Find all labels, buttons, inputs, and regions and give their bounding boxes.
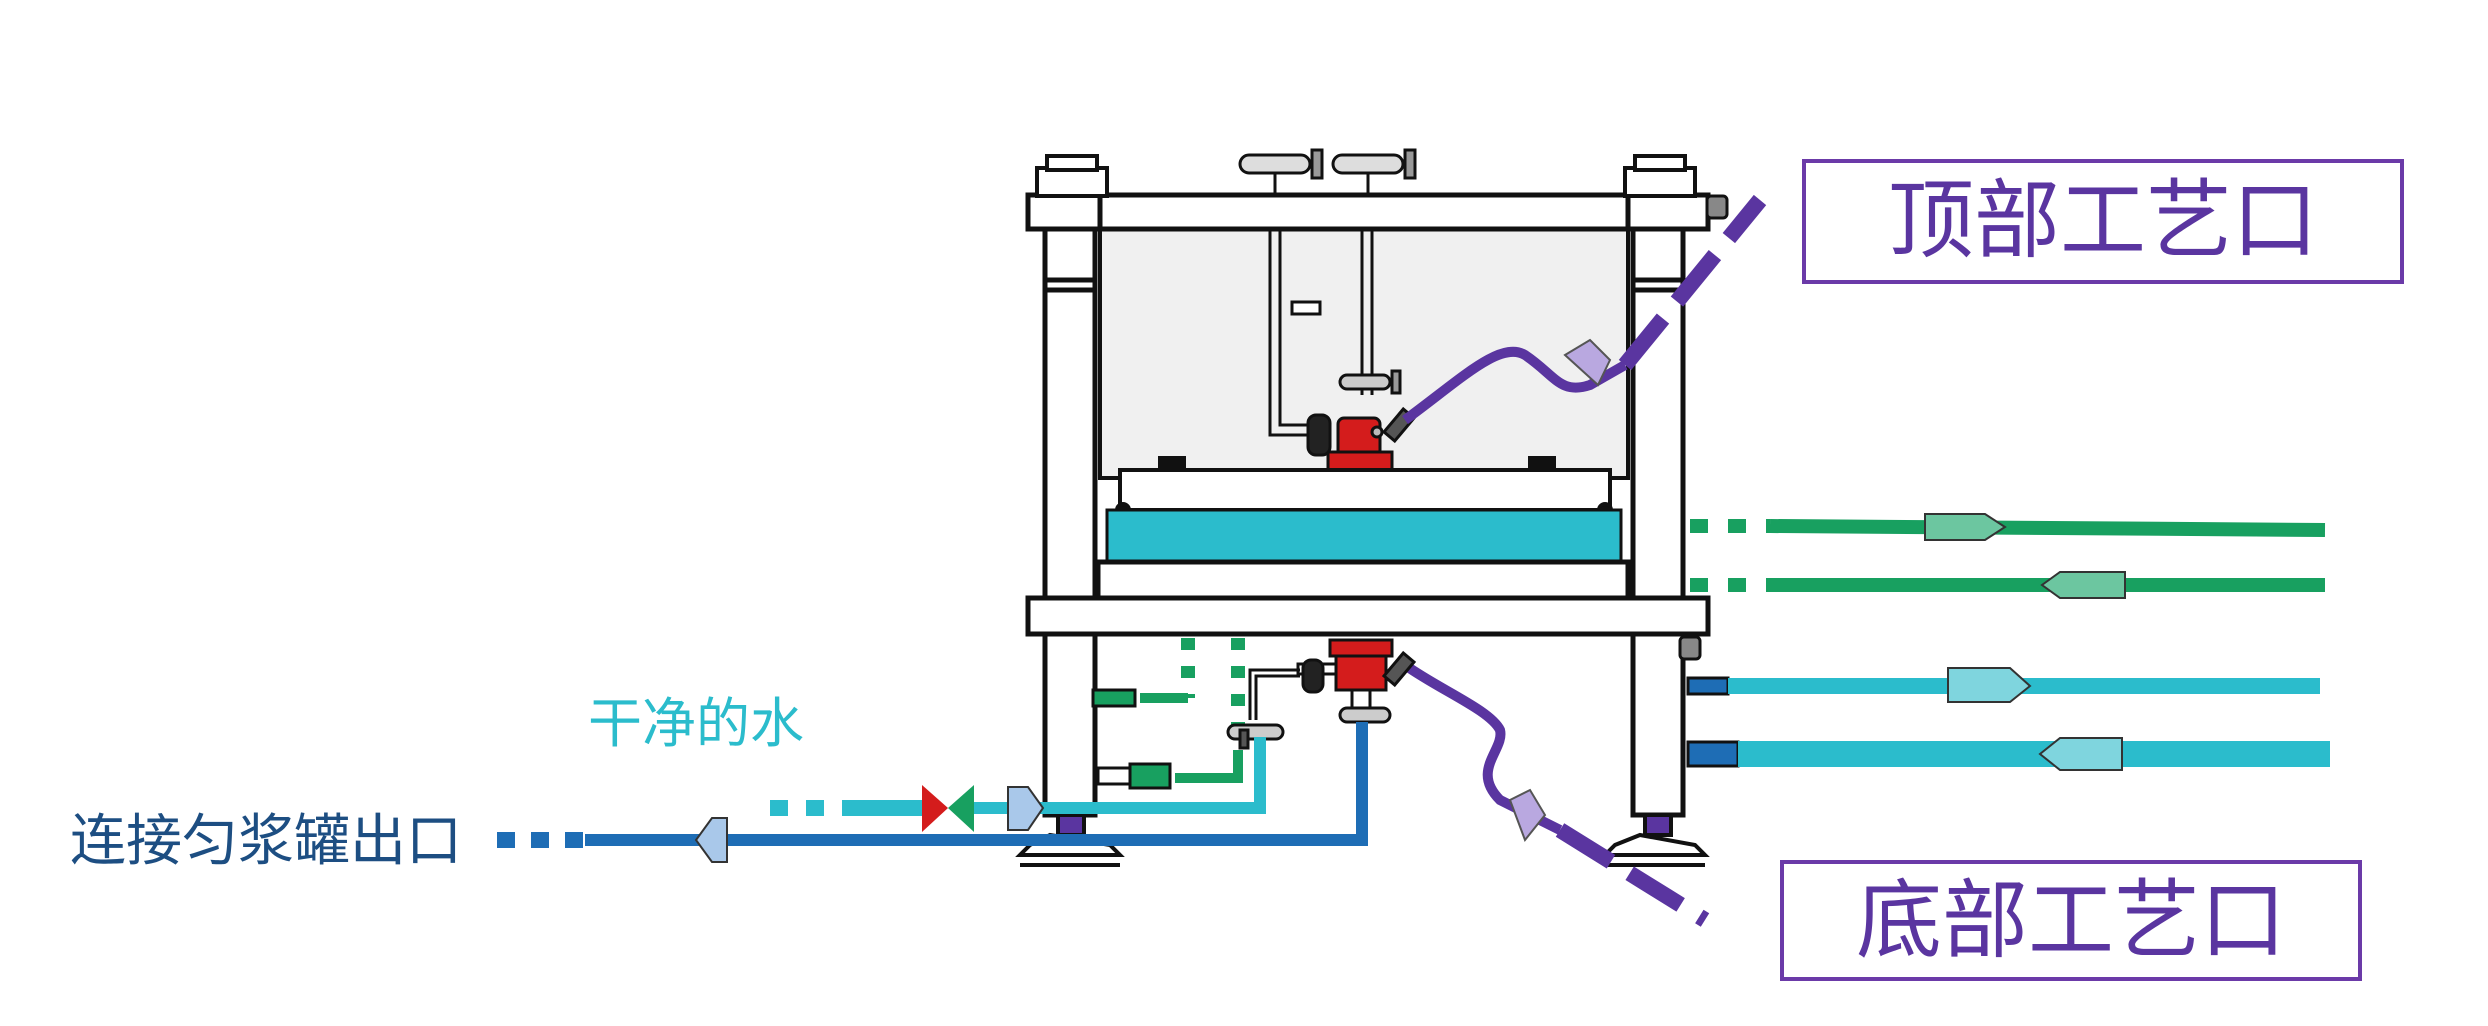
top-gauge-valves	[1238, 148, 1417, 195]
bottom-port-label-box	[1780, 860, 2362, 981]
slurry-outlet-label: 连接匀浆罐出口	[70, 809, 462, 874]
pump-top	[1306, 406, 1417, 472]
slurry-outlet-line	[497, 722, 1368, 848]
flow-arrow-right-icon	[1924, 513, 2007, 541]
green-fittings	[1091, 688, 1172, 790]
top-process-line	[1402, 194, 1767, 425]
clean-water-line	[770, 737, 1266, 816]
pump-bottom	[1248, 638, 1417, 724]
top-bolts	[1035, 154, 1697, 198]
top-port-label: 顶部工艺口	[1888, 171, 2318, 271]
base-plates	[1025, 559, 1711, 637]
clean-water-label: 干净的水	[588, 692, 804, 755]
inner-valve	[1338, 369, 1402, 395]
bottom-process-line	[1402, 660, 1710, 927]
flow-arrow-left-icon	[694, 817, 728, 863]
green-piping-lower	[1140, 693, 1243, 783]
water-valve-icon	[922, 785, 974, 832]
flow-arrow-right-icon	[1007, 786, 1045, 831]
bottom-port-label: 底部工艺口	[1856, 871, 2286, 971]
flow-arrow-icon	[1563, 338, 1612, 387]
top-plate	[1025, 192, 1711, 232]
flow-arrow-left-icon	[2038, 737, 2123, 771]
side-fittings	[1678, 194, 1729, 661]
liquid-layer	[1105, 508, 1623, 564]
flow-arrow-icon	[1508, 788, 1547, 842]
flow-arrow-right-icon	[1947, 667, 2032, 703]
top-port-label-box	[1802, 159, 2404, 284]
flow-arrow-left-icon	[2040, 571, 2126, 599]
cyan-lines-right	[1686, 667, 2330, 771]
green-lines-right	[1690, 513, 2326, 599]
